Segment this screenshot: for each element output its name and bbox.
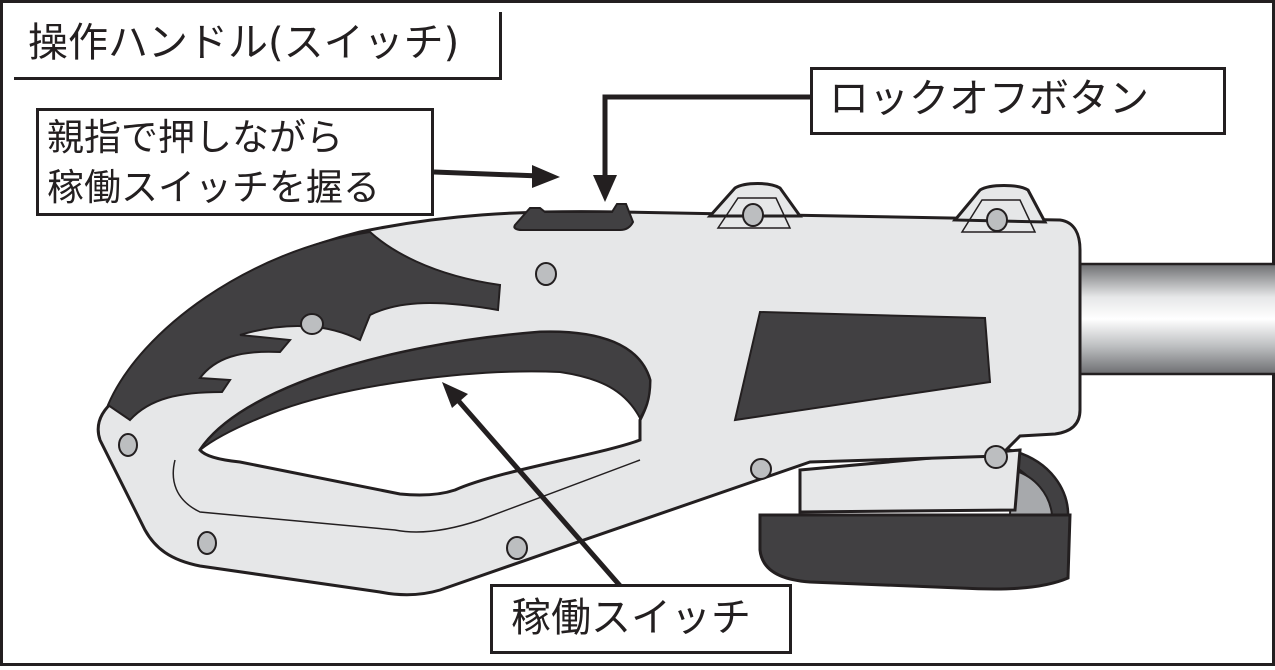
title-label: 操作ハンドル(スイッチ) <box>14 12 502 80</box>
operating-switch-label: 稼働スイッチ <box>490 584 792 654</box>
top-bump-2-inner <box>960 199 1037 233</box>
top-bump-2 <box>951 184 1048 224</box>
screw <box>984 445 1008 469</box>
screw <box>118 433 138 457</box>
screw <box>742 203 764 227</box>
lock-off-button-label: ロックオフボタン <box>810 67 1226 135</box>
top-bump-1 <box>706 182 803 218</box>
side-panel <box>733 310 992 422</box>
thumb-instruction-label: 親指で押しながら 稼働スイッチを握る <box>36 108 434 216</box>
lock-off-button-shape <box>513 203 635 231</box>
top-bump-1-inner <box>716 197 792 229</box>
screw <box>197 531 217 555</box>
screw <box>986 208 1008 232</box>
thumb-instruction-line-1: 親指で押しながら <box>47 116 343 159</box>
shaft <box>1066 262 1275 376</box>
thumb-instruction-line-2: 稼働スイッチを握る <box>47 166 380 209</box>
battery-pack <box>758 448 1072 591</box>
leader-arrows <box>433 94 810 590</box>
screws <box>118 203 1008 560</box>
screw <box>535 262 557 286</box>
screw <box>750 458 772 480</box>
screw <box>506 536 528 560</box>
trigger-switch <box>199 330 652 451</box>
screw <box>300 313 324 335</box>
inner-contour <box>172 459 641 533</box>
